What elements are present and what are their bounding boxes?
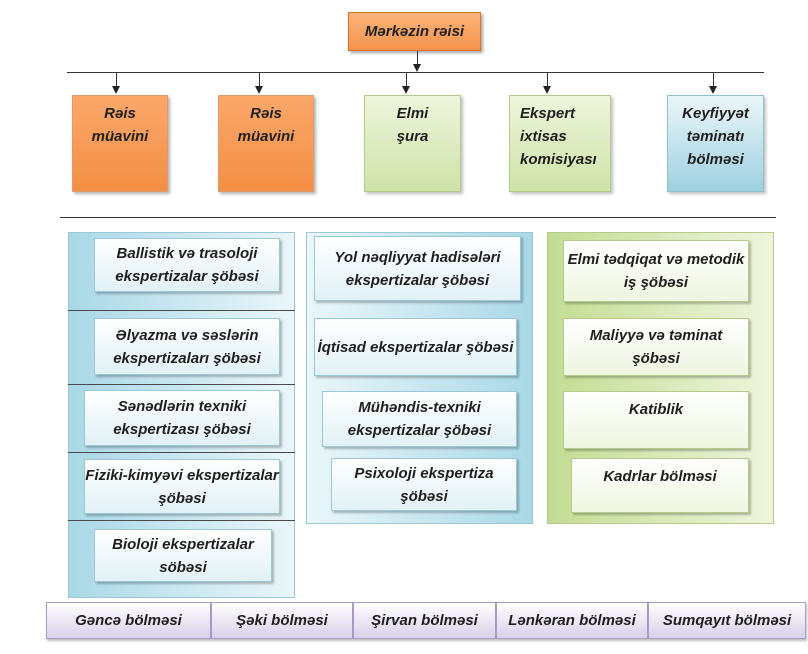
dept-engineering: Mühəndis-texniki ekspertizalar şöbəsi <box>322 391 517 447</box>
unit-deputy-1: Rəis müavini <box>72 95 168 192</box>
connector-4 <box>547 72 548 86</box>
dept-documents-label: Sənədlərin texniki ekspertizası şöbəsi <box>113 398 251 438</box>
head-node: Mərkəzin rəisi <box>348 12 481 51</box>
unit-scientific-council-label: Elmi şura <box>396 105 429 145</box>
unit-expert-commission-label: Ekspert ixtisas komisiyası <box>520 105 597 168</box>
dept-economics-label: İqtisad ekspertizalar şöbəsi <box>317 338 514 356</box>
dept-secretariat: Katiblik <box>563 391 749 449</box>
dept-secretariat-label: Katiblik <box>628 401 684 418</box>
dept-handwriting: Əlyazma və səslərin ekspertizaları şöbəs… <box>94 318 280 375</box>
arrow-5 <box>709 86 717 94</box>
dept-finance: Maliyyə və təminat şöbəsi <box>563 318 749 376</box>
arrow-4 <box>543 86 551 94</box>
dept-physchem-label: Fiziki-kimyəvi ekspertizalar şöbəsi <box>85 466 279 507</box>
dept-hr-label: Kadrlar bölməsi <box>603 468 717 485</box>
dept-traffic-label: Yol nəqliyyat hadisələri ekspertizalar ş… <box>334 248 501 289</box>
branch-shaki-label: Şəki bölməsi <box>236 612 328 629</box>
dept-physchem: Fiziki-kimyəvi ekspertizalar şöbəsi <box>84 459 280 514</box>
dept-biology-label: Bioloji ekspertizalar söbəsi <box>112 535 254 576</box>
arrow-2 <box>255 86 263 94</box>
connector-1 <box>116 72 117 86</box>
branch-lankaran: Lənkəran bölməsi <box>496 602 648 639</box>
dept-hr: Kadrlar bölməsi <box>571 458 749 513</box>
arrow-1 <box>112 86 120 94</box>
dept-psychology: Psixoloji ekspertiza şöbəsi <box>331 458 517 511</box>
branch-lankaran-label: Lənkəran bölməsi <box>508 612 636 629</box>
branch-sumgayit: Sumqayıt bölməsi <box>648 602 806 639</box>
connector-bus <box>67 72 764 73</box>
unit-deputy-1-label: Rəis müavini <box>91 105 149 145</box>
dept-ballistics-label: Ballistik və trasoloji ekspertizalar şöb… <box>115 245 259 285</box>
dept-documents: Sənədlərin texniki ekspertizası şöbəsi <box>84 390 280 446</box>
connector-5 <box>713 72 714 86</box>
branch-sumgayit-label: Sumqayıt bölməsi <box>662 612 792 629</box>
arrow-3 <box>402 86 410 94</box>
branch-shaki: Şəki bölməsi <box>211 602 353 639</box>
column-1-separator-2 <box>68 384 295 385</box>
connector-2 <box>259 72 260 86</box>
column-1-separator-1 <box>68 310 295 311</box>
unit-deputy-2: Rəis müavini <box>218 95 314 192</box>
dept-research: Elmi tədqiqat və metodik iş şöbəsi <box>563 240 749 302</box>
connector-head <box>417 51 418 67</box>
dept-research-label: Elmi tədqiqat və metodik iş şöbəsi <box>567 251 745 291</box>
connector-3 <box>406 72 407 86</box>
unit-quality-assurance: Keyfiyyət təminatı bölməsi <box>667 95 764 192</box>
head-label: Mərkəzin rəisi <box>364 23 465 40</box>
unit-deputy-2-label: Rəis müavini <box>237 105 295 145</box>
branch-shirvan-label: Şirvan bölməsi <box>371 612 478 629</box>
branch-ganja: Gəncə bölməsi <box>46 602 211 639</box>
dept-handwriting-label: Əlyazma və səslərin ekspertizaları şöbəs… <box>113 326 261 367</box>
column-1-separator-4 <box>68 520 295 521</box>
arrow-head <box>413 64 421 72</box>
dept-engineering-label: Mühəndis-texniki ekspertizalar şöbəsi <box>347 399 492 439</box>
unit-scientific-council: Elmi şura <box>364 95 461 192</box>
dept-traffic: Yol nəqliyyat hadisələri ekspertizalar ş… <box>314 236 521 301</box>
branch-ganja-label: Gəncə bölməsi <box>75 612 182 629</box>
dept-economics: İqtisad ekspertizalar şöbəsi <box>314 318 517 376</box>
unit-quality-assurance-label: Keyfiyyət təminatı bölməsi <box>682 105 749 168</box>
dept-biology: Bioloji ekspertizalar söbəsi <box>94 529 272 582</box>
unit-expert-commission: Ekspert ixtisas komisiyası <box>509 95 611 192</box>
dept-psychology-label: Psixoloji ekspertiza şöbəsi <box>354 464 494 505</box>
dept-ballistics: Ballistik və trasoloji ekspertizalar şöb… <box>94 238 280 292</box>
dept-finance-label: Maliyyə və təminat şöbəsi <box>589 327 723 367</box>
section-divider <box>60 217 776 218</box>
branch-shirvan: Şirvan bölməsi <box>353 602 496 639</box>
column-1-separator-3 <box>68 452 295 453</box>
